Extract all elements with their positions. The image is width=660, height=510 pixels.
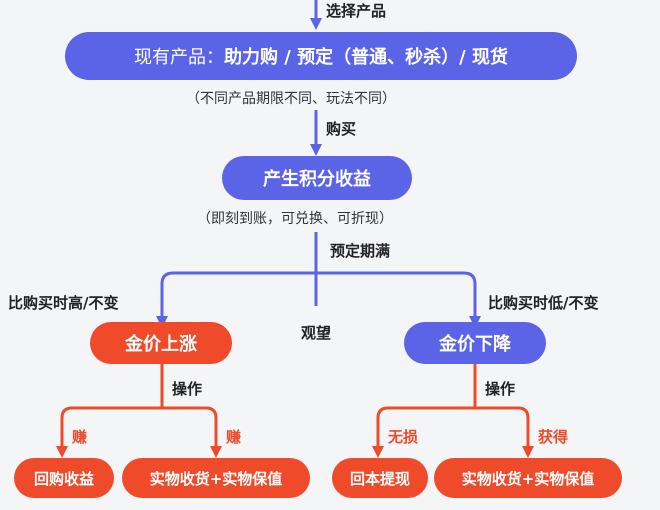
products-box: 现有产品： 助力购 / 预定（普通、秒杀）/ 现货 (65, 32, 577, 80)
label-earn-2: 赚 (226, 428, 242, 446)
outcome-principal: 回本提现 (332, 458, 428, 498)
red-split-right (376, 406, 530, 450)
label-wait: 观望 (301, 324, 332, 342)
condition-lower: 比购买时低/不变 (488, 294, 599, 312)
points-note: （即刻到账，可兑换、可折现） (197, 211, 393, 227)
products-note: （不同产品期限不同、玩法不同） (186, 91, 396, 107)
red-split-left (60, 406, 218, 450)
branch-split (160, 271, 481, 328)
outcome-deliver-left: 实物收货+实物保值 (122, 458, 310, 498)
outcome-buyback: 回购收益 (14, 458, 114, 498)
label-choose-product: 选择产品 (326, 2, 387, 20)
price-down-box: 金价下降 (404, 322, 546, 364)
outcome-deliver-right: 实物收货+实物保值 (434, 458, 622, 498)
label-operate-left: 操作 (172, 380, 203, 398)
condition-higher: 比购买时高/不变 (8, 294, 119, 312)
label-term-end: 预定期满 (330, 242, 391, 260)
label-earn-1: 赚 (72, 428, 88, 446)
products-prefix: 现有产品： (134, 47, 225, 68)
products-items: 助力购 / 预定（普通、秒杀）/ 现货 (224, 47, 508, 68)
points-box: 产生积分收益 (222, 156, 412, 200)
price-up-box: 金价上涨 (90, 322, 232, 364)
label-buy: 购买 (326, 120, 357, 138)
label-gain: 获得 (538, 428, 569, 446)
label-operate-right: 操作 (485, 380, 516, 398)
label-no-loss: 无损 (388, 428, 419, 446)
